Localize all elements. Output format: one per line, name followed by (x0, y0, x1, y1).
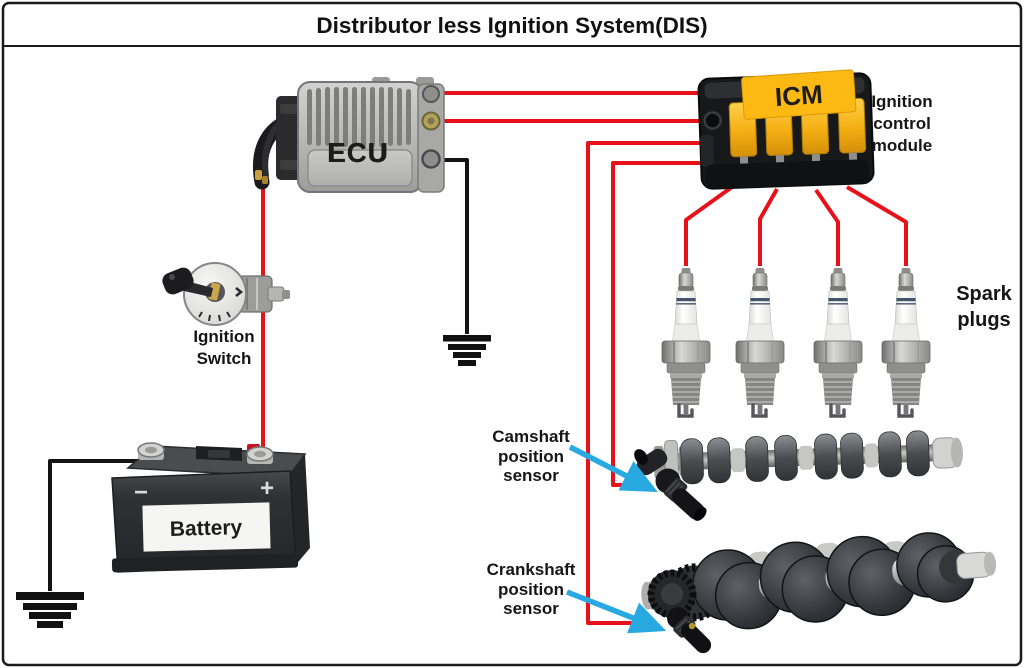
crankshaft-counterweights (692, 532, 975, 630)
camshaft-sensor-caption: Camshaft position sensor (492, 427, 570, 485)
camshaft-pointer-arrow-icon (568, 444, 658, 493)
wire-icm-to-plug-1 (684, 185, 734, 266)
icm-label: ICM (774, 79, 824, 112)
spark-plugs-caption-line2: plugs (957, 309, 1010, 331)
battery-positive-sign: + (260, 475, 274, 502)
page-title: Distributor less Ignition System(DIS) (316, 13, 707, 38)
icm-module: ICM (697, 69, 875, 190)
ignition-switch-ticks (198, 311, 231, 322)
battery-negative-sign: − (134, 479, 148, 506)
spark-plugs-caption-line1: Spark (956, 283, 1012, 305)
icm-caption-line1: Ignition (871, 92, 932, 111)
icm-label-plate (741, 69, 857, 120)
icm-caption-line3: module (872, 136, 932, 155)
ignition-switch-caption: Ignition Switch (193, 327, 254, 368)
ecu-label-text: ECU (328, 138, 388, 168)
camshaft-caption-line3: sensor (503, 466, 559, 485)
ignition-switch-caption-line1: Ignition (193, 327, 254, 346)
wire-battery-to-ground (48, 459, 152, 591)
icm-caption-line2: control (873, 114, 931, 133)
wire-icm-to-crank-sensor (586, 141, 702, 625)
icm-caption: Ignition control module (871, 92, 932, 155)
wire-icm-to-plug-2 (758, 188, 779, 266)
ignition-key (162, 267, 213, 297)
battery-label: Battery (170, 516, 243, 541)
wire-icm-to-plug-4 (845, 185, 908, 266)
camshaft-caption-line1: Camshaft (492, 427, 570, 446)
ecu-heatsink-fins (307, 87, 411, 147)
ecu-label: ECU (327, 137, 389, 168)
ignition-switch-caption-line2: Switch (197, 349, 252, 368)
crankshaft-pointer-arrow-icon (565, 589, 667, 634)
camshaft-caption-line2: position (498, 447, 564, 466)
camshaft-lobes (680, 430, 930, 485)
camshaft (653, 430, 963, 485)
wire-icm-to-plug-3 (814, 188, 840, 266)
battery: Battery − + (111, 442, 310, 573)
crankshaft-sensor-caption: Crankshaft position sensor (487, 560, 576, 618)
battery-label-plate (142, 502, 271, 552)
crankshaft-caption-line2: position (498, 580, 564, 599)
spark-plugs-caption: Spark plugs (956, 283, 1012, 331)
ignition-switch (162, 262, 290, 326)
crankshaft-caption-line3: sensor (503, 599, 559, 618)
crankshaft-caption-line1: Crankshaft (487, 560, 576, 579)
ecu-module: ECU (253, 77, 445, 193)
